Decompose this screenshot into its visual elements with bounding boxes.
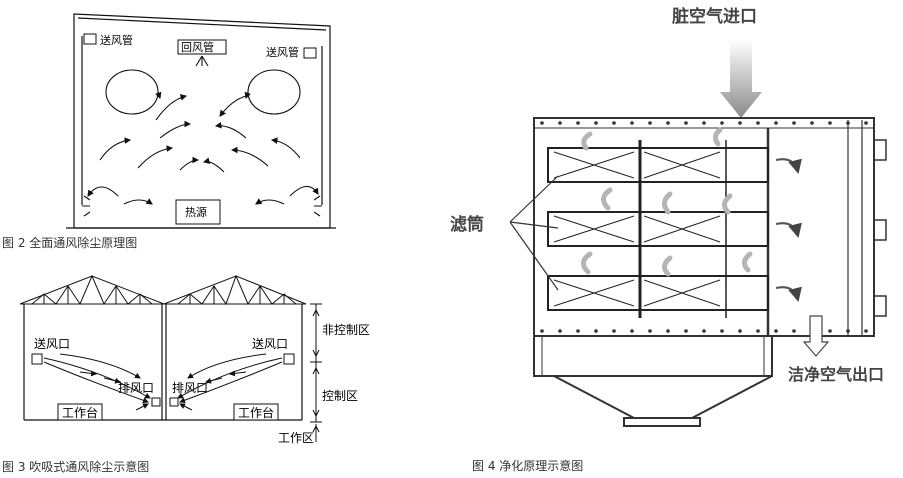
rivet	[648, 329, 652, 333]
fig4-side-flanges	[873, 139, 887, 317]
fig3-supply-outlet-right-box	[283, 353, 295, 365]
fig3-diagram: 送风口 送风口 排风口 排风口 工作台 工作台 非控制区 控制区 工作区	[0, 270, 400, 450]
rivet	[684, 329, 688, 333]
fig4-outlet-arrow	[802, 315, 830, 357]
rivet	[666, 121, 670, 125]
fig3-exhaust-left-box	[151, 397, 161, 407]
fig3-zone-work-label: 工作区	[278, 431, 314, 445]
fig4-clean-air-arrows	[775, 158, 802, 302]
fig3-exhaust-right-label: 排风口	[172, 381, 208, 395]
rivet	[774, 121, 778, 125]
rivet	[810, 121, 814, 125]
fig2-supply-duct-right-box	[303, 47, 317, 59]
fig2-supply-duct-right-label: 送风管	[266, 45, 299, 59]
rivet	[558, 121, 562, 125]
fig3-zone-dimensions	[310, 303, 322, 442]
rivet	[864, 121, 868, 125]
rivet	[630, 121, 634, 125]
rivet	[720, 121, 724, 125]
rivet	[702, 329, 706, 333]
rivet	[792, 121, 796, 125]
fig3-airflow-arrows	[43, 353, 283, 411]
rivet	[612, 121, 616, 125]
fig3-supply-outlet-right-label: 送风口	[252, 336, 288, 351]
rivet	[756, 329, 760, 333]
fig4-housing	[533, 117, 875, 337]
rivet	[594, 121, 598, 125]
fig3-workbench-right-label: 工作台	[238, 405, 274, 420]
rivet	[864, 329, 868, 333]
rivet	[738, 121, 742, 125]
rivet	[738, 329, 742, 333]
rivet	[846, 121, 850, 125]
fig4-clean-air-outlet-label: 洁净空气出口	[788, 365, 884, 384]
rivet	[630, 329, 634, 333]
rivet	[846, 329, 850, 333]
fig4-filter-cartridges	[547, 140, 769, 318]
fig2-supply-duct-left-box	[83, 33, 97, 45]
rivet	[594, 329, 598, 333]
rivet	[558, 329, 562, 333]
fig2-supply-duct-left-label: 送风管	[100, 33, 133, 47]
rivet	[792, 329, 796, 333]
rivet	[612, 329, 616, 333]
fig2-return-duct-box	[177, 39, 227, 55]
fig3-exhaust-right-box	[169, 397, 179, 407]
rivet	[666, 329, 670, 333]
fig3-workbench-right-box	[233, 403, 279, 421]
fig4-dust-flow-arrows	[581, 127, 753, 277]
fig3-supply-outlet-left-box	[31, 353, 43, 365]
fig4-hopper	[533, 336, 773, 427]
rivet	[540, 121, 544, 125]
fig3-zone-controlled-label: 控制区	[322, 389, 358, 403]
rivet	[576, 329, 580, 333]
fig3-workbench-left-label: 工作台	[62, 405, 98, 420]
fig3-roof-trusses	[19, 274, 307, 306]
fig3-supply-outlet-left-label: 送风口	[34, 336, 70, 351]
fig3-walls	[23, 304, 303, 421]
fig3-zone-uncontrolled-label: 非控制区	[322, 323, 370, 337]
fig4-rivets	[540, 121, 868, 333]
fig2-heat-source-label: 热源	[185, 205, 207, 219]
fig2-airflow-arrows	[82, 55, 322, 217]
rivet	[720, 329, 724, 333]
fig2-caption: 图 2 全面通风除尘原理图	[2, 236, 138, 250]
fig4-inlet-arrow	[720, 40, 762, 118]
fig2-heat-source-box	[175, 199, 221, 225]
fig4-filter-cartridge-label: 滤筒	[450, 214, 484, 235]
fig4-dirty-air-inlet-label: 脏空气进口	[672, 6, 757, 27]
fig3-caption: 图 3 吹吸式通风除尘示意图	[2, 460, 150, 474]
fig2-diagram: 送风管 回风管 送风管 热源	[60, 0, 340, 232]
fig4-diagram: 脏空气进口	[430, 0, 900, 450]
rivet	[828, 329, 832, 333]
fig4-caption: 图 4 净化原理示意图	[472, 459, 584, 473]
rivet	[756, 121, 760, 125]
rivet	[648, 121, 652, 125]
fig3-exhaust-left-label: 排风口	[118, 381, 154, 395]
rivet	[684, 121, 688, 125]
rivet	[774, 329, 778, 333]
rivet	[576, 121, 580, 125]
fig3-workbench-left-box	[57, 403, 103, 421]
rivet	[702, 121, 706, 125]
fig4-filter-leader-lines	[509, 175, 559, 291]
rivet	[540, 329, 544, 333]
fig2-return-duct-label: 回风管	[181, 40, 214, 54]
rivet	[828, 121, 832, 125]
fig2-room-outline	[66, 13, 336, 229]
